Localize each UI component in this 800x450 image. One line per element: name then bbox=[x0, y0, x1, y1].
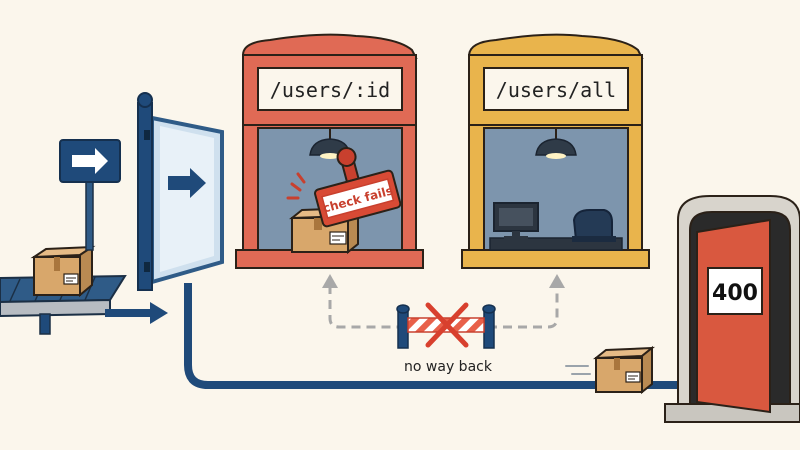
barrier-icon bbox=[396, 304, 496, 349]
monitor-icon bbox=[493, 202, 539, 240]
chair-icon bbox=[572, 209, 616, 242]
package-icon bbox=[30, 245, 96, 298]
stamp-icon: check fails bbox=[286, 146, 402, 228]
main-flow-path bbox=[184, 283, 758, 397]
entry-gate bbox=[137, 92, 224, 291]
barrier-label: no way back bbox=[404, 359, 493, 375]
route-label-users-id: /users/:id bbox=[270, 78, 390, 102]
package-icon bbox=[592, 345, 656, 395]
error-door: 400 bbox=[664, 195, 800, 423]
right-arrow-sign-icon bbox=[59, 139, 121, 251]
motion-lines bbox=[565, 365, 591, 375]
entry-arrow bbox=[105, 302, 168, 324]
blocked-return-paths bbox=[322, 274, 565, 329]
lamp-icon bbox=[535, 128, 577, 159]
status-code-400: 400 bbox=[712, 281, 758, 306]
x-mark-icon bbox=[425, 302, 469, 348]
route-label-users-all: /users/all bbox=[496, 78, 616, 102]
